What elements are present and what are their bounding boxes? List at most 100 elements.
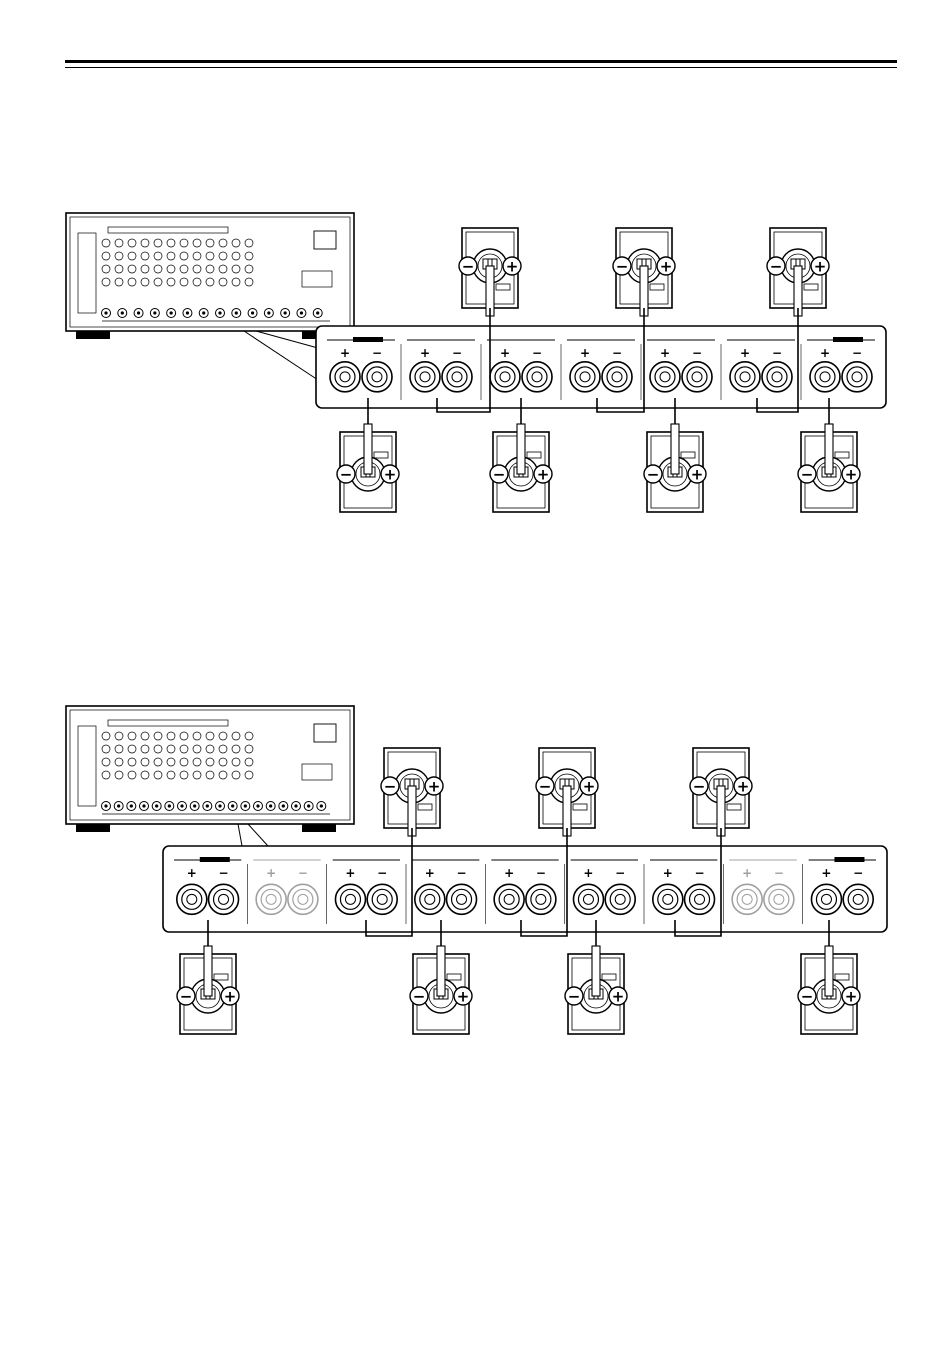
- plus-symbol: +: [845, 988, 858, 1006]
- speaker-cable: [592, 946, 600, 996]
- minus-label: −: [695, 866, 705, 880]
- receiver-terminal-core: [137, 311, 140, 314]
- receiver-terminal-core: [180, 804, 183, 807]
- lower-speaker: −+: [644, 424, 706, 512]
- wiring-diagram-2: +−+−+−+−+−+−+−+−+−−+−+−+−+−+−+−+: [66, 706, 887, 1034]
- minus-label: −: [853, 866, 863, 880]
- receiver-terminal-core: [153, 311, 156, 314]
- receiver-outline: [66, 706, 354, 824]
- receiver-terminal-core: [256, 804, 259, 807]
- receiver-terminal-core: [168, 804, 171, 807]
- plus-label: +: [345, 866, 355, 880]
- plus-label: +: [740, 346, 750, 360]
- receiver-rear-panel: [66, 706, 354, 832]
- speaker-cable: [825, 424, 833, 474]
- plus-label: +: [420, 346, 430, 360]
- receiver-terminal-core: [284, 311, 287, 314]
- callout-line: [238, 824, 242, 846]
- plus-label: +: [504, 866, 514, 880]
- receiver-terminal-core: [142, 804, 145, 807]
- minus-label: −: [219, 866, 229, 880]
- receiver-outline: [66, 213, 354, 331]
- plus-symbol: +: [537, 466, 550, 484]
- upper-speaker: −+: [767, 228, 829, 316]
- plus-symbol: +: [814, 258, 827, 276]
- receiver-terminal-core: [307, 804, 310, 807]
- plus-symbol: +: [583, 778, 596, 796]
- minus-label: −: [377, 866, 387, 880]
- receiver-foot-left: [76, 824, 110, 832]
- minus-label: −: [457, 866, 467, 880]
- upper-speaker: −+: [613, 228, 675, 316]
- plus-label: +: [266, 866, 276, 880]
- minus-symbol: −: [568, 988, 581, 1006]
- plus-symbol: +: [428, 778, 441, 796]
- plus-label: +: [500, 346, 510, 360]
- speaker-cable: [825, 946, 833, 996]
- plus-label: +: [660, 346, 670, 360]
- minus-symbol: −: [539, 778, 552, 796]
- receiver-rear-panel: [66, 213, 354, 339]
- plus-label: +: [820, 346, 830, 360]
- channel-marker-bar: [834, 857, 864, 862]
- plus-symbol: +: [506, 258, 519, 276]
- receiver-terminal-core: [282, 804, 285, 807]
- receiver-terminal-core: [235, 311, 238, 314]
- plus-symbol: +: [384, 466, 397, 484]
- lower-speaker: −+: [490, 424, 552, 512]
- plus-label: +: [340, 346, 350, 360]
- plus-label: +: [821, 866, 831, 880]
- minus-symbol: −: [340, 466, 353, 484]
- receiver-terminal-core: [121, 311, 124, 314]
- minus-symbol: −: [647, 466, 660, 484]
- plus-label: +: [425, 866, 435, 880]
- receiver-terminal-core: [218, 804, 221, 807]
- minus-label: −: [772, 346, 782, 360]
- wiring-diagram-1: +−+−+−+−+−+−+−−+−+−+−+−+−+−+: [66, 213, 886, 512]
- minus-label: −: [612, 346, 622, 360]
- minus-label: −: [536, 866, 546, 880]
- minus-label: −: [372, 346, 382, 360]
- plus-label: +: [580, 346, 590, 360]
- lower-speaker: −+: [177, 946, 239, 1034]
- channel-marker-bar: [353, 337, 383, 342]
- plus-label: +: [187, 866, 197, 880]
- receiver-terminal-core: [244, 804, 247, 807]
- plus-symbol: +: [845, 466, 858, 484]
- receiver-terminal-core: [294, 804, 297, 807]
- plus-label: +: [742, 866, 752, 880]
- receiver-terminal-core: [218, 311, 221, 314]
- panel-outline: [316, 326, 886, 408]
- terminal-panel-enlarged: +−+−+−+−+−+−+−: [316, 326, 886, 408]
- minus-symbol: −: [180, 988, 193, 1006]
- minus-label: −: [774, 866, 784, 880]
- lower-speaker: −+: [337, 424, 399, 512]
- channel-marker-bar: [200, 857, 230, 862]
- receiver-terminal-core: [186, 311, 189, 314]
- minus-label: −: [852, 346, 862, 360]
- receiver-terminal-core: [117, 804, 120, 807]
- lower-speaker: −+: [565, 946, 627, 1034]
- plus-symbol: +: [660, 258, 673, 276]
- plus-symbol: +: [737, 778, 750, 796]
- terminal-panel-enlarged: +−+−+−+−+−+−+−+−+−: [163, 846, 887, 932]
- receiver-terminal-core: [104, 311, 107, 314]
- minus-symbol: −: [462, 258, 475, 276]
- minus-symbol: −: [693, 778, 706, 796]
- receiver-terminal-core: [269, 804, 272, 807]
- minus-label: −: [532, 346, 542, 360]
- lower-speaker: −+: [410, 946, 472, 1034]
- minus-label: −: [452, 346, 462, 360]
- receiver-terminal-core: [130, 804, 133, 807]
- upper-speaker: −+: [536, 748, 598, 836]
- plus-label: +: [583, 866, 593, 880]
- receiver-terminal-core: [300, 311, 303, 314]
- header-rule-thin: [65, 67, 897, 68]
- header-rule-thick: [65, 60, 897, 63]
- minus-symbol: −: [384, 778, 397, 796]
- speaker-cable: [671, 424, 679, 474]
- receiver-foot-left: [76, 331, 110, 339]
- receiver-terminal-core: [170, 311, 173, 314]
- plus-label: +: [663, 866, 673, 880]
- receiver-terminal-core: [320, 804, 323, 807]
